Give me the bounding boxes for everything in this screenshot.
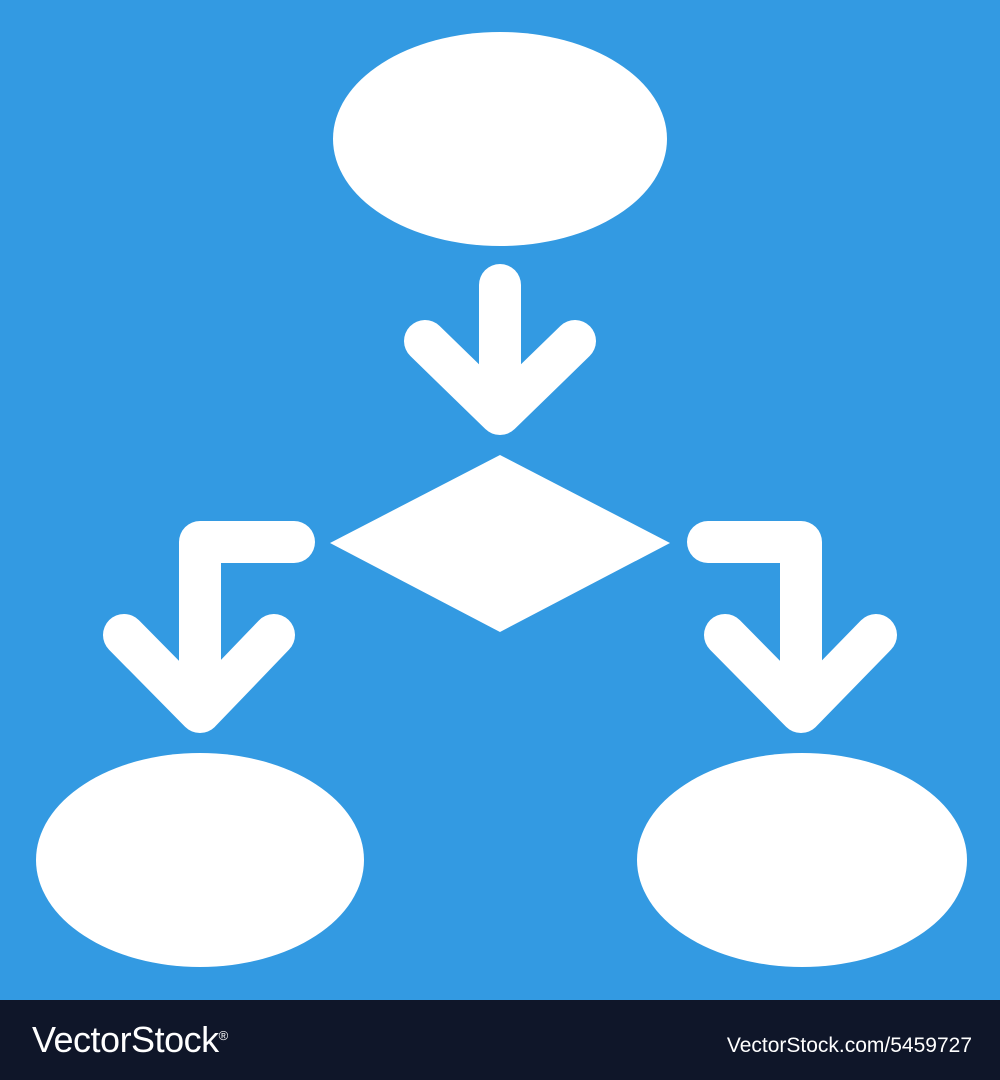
down-arrow-icon bbox=[404, 264, 596, 435]
vectorstock-logo: VectorStock® bbox=[32, 1020, 228, 1060]
bottom-left-ellipse-node bbox=[36, 753, 364, 967]
registered-mark: ® bbox=[218, 1028, 229, 1043]
decision-diamond-node bbox=[330, 455, 670, 632]
right-branch-arrow-icon bbox=[687, 521, 897, 733]
stock-image-id: VectorStock.com/5459727 bbox=[726, 1034, 972, 1057]
watermark-footer: VectorStock® VectorStock.com/5459727 bbox=[0, 1000, 1000, 1080]
top-ellipse-node bbox=[333, 32, 667, 246]
flowchart-svg bbox=[36, 32, 967, 967]
flowchart-icon bbox=[36, 32, 967, 967]
left-branch-arrow-icon bbox=[103, 521, 315, 733]
bottom-right-ellipse-node bbox=[637, 753, 967, 967]
brand-name: VectorStock bbox=[32, 1019, 219, 1060]
